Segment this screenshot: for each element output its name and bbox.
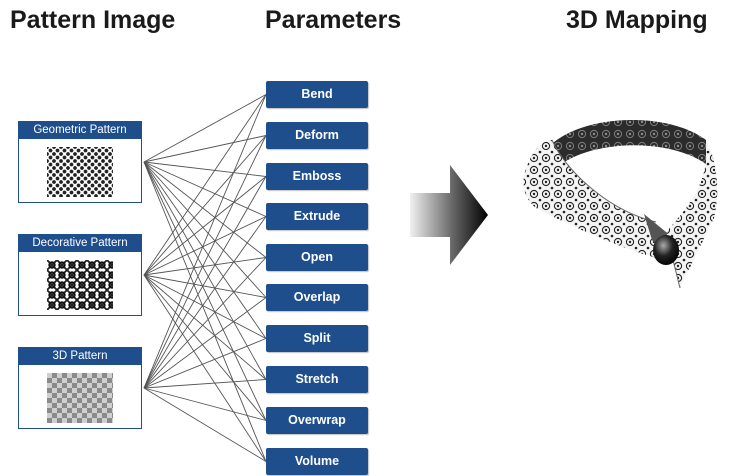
- connector-line-1-1: [143, 135, 267, 276]
- pattern-card-3d: 3D Pattern: [18, 347, 142, 429]
- param-stretch: Stretch: [266, 366, 368, 393]
- pattern-card-decorative: Decorative Pattern: [18, 234, 142, 316]
- param-split: Split: [266, 325, 368, 352]
- param-bend: Bend: [266, 81, 368, 108]
- param-extrude: Extrude: [266, 203, 368, 230]
- connector-line-2-8: [143, 387, 267, 421]
- param-deform: Deform: [266, 122, 368, 149]
- connector-line-0-5: [143, 161, 267, 298]
- pattern-card-title: Geometric Pattern: [19, 122, 141, 139]
- connector-line-1-0: [143, 94, 267, 276]
- pattern-card-title: Decorative Pattern: [19, 235, 141, 252]
- connector-line-1-5: [143, 274, 267, 298]
- connector-line-1-9: [143, 274, 267, 462]
- connector-line-0-7: [143, 161, 267, 380]
- connector-line-0-3: [143, 161, 267, 217]
- connector-line-2-0: [143, 94, 267, 389]
- connector-line-0-1: [143, 135, 267, 163]
- connector-line-0-4: [143, 161, 267, 258]
- param-open: Open: [266, 244, 368, 271]
- gradient-arrow-icon: [410, 165, 488, 265]
- 3d-pattern-swatch: [47, 373, 113, 423]
- connector-line-1-6: [143, 274, 267, 339]
- param-overwrap: Overwrap: [266, 407, 368, 434]
- connector-line-0-6: [143, 161, 267, 339]
- collar-3d-image: [523, 119, 718, 289]
- connector-line-2-6: [143, 338, 267, 389]
- connector-line-1-8: [143, 274, 267, 421]
- connector-line-1-2: [143, 176, 267, 276]
- pattern-card-geometric: Geometric Pattern: [18, 121, 142, 203]
- param-emboss: Emboss: [266, 163, 368, 190]
- connector-line-2-3: [143, 216, 267, 389]
- connector-line-2-2: [143, 176, 267, 389]
- connector-line-2-9: [143, 387, 267, 462]
- connector-line-1-4: [143, 257, 267, 276]
- connector-line-1-7: [143, 274, 267, 380]
- connector-line-2-7: [143, 379, 267, 389]
- param-volume: Volume: [266, 448, 368, 475]
- connector-line-2-4: [143, 257, 267, 389]
- parameters-heading: Parameters: [265, 6, 402, 34]
- connector-line-0-9: [143, 161, 267, 462]
- connector-line-0-8: [143, 161, 267, 421]
- pattern-image-heading: Pattern Image: [10, 6, 176, 34]
- connector-line-2-5: [143, 297, 267, 389]
- connector-line-1-3: [143, 216, 267, 276]
- connector-line-2-1: [143, 135, 267, 389]
- param-overlap: Overlap: [266, 284, 368, 311]
- 3d-mapping-heading: 3D Mapping: [566, 6, 708, 34]
- pattern-card-title: 3D Pattern: [19, 348, 141, 365]
- connector-line-0-0: [143, 94, 267, 163]
- geometric-pattern-swatch: [47, 147, 113, 197]
- connector-line-0-2: [143, 161, 267, 177]
- decorative-pattern-swatch: [47, 260, 113, 310]
